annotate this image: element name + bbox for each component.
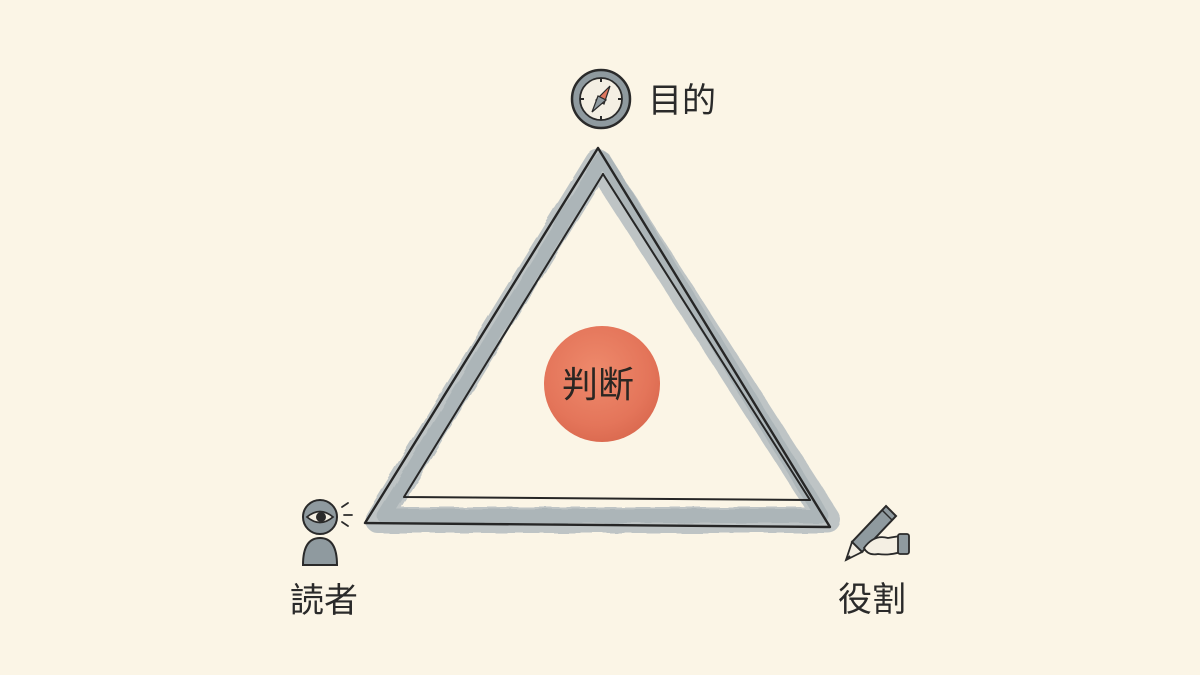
left-node: 読者	[290, 499, 358, 621]
center-circle	[544, 326, 660, 442]
top-label: 目的	[648, 81, 716, 121]
compass-icon	[570, 68, 632, 130]
left-label: 読者	[290, 581, 358, 621]
pencil-hand-icon	[844, 504, 910, 562]
right-node: 役割	[838, 504, 910, 620]
center-label: 判断	[562, 365, 634, 406]
triangle-outline	[363, 146, 832, 529]
center-node: 判断	[544, 326, 660, 442]
right-label: 役割	[838, 580, 906, 620]
reader-eye-icon	[301, 499, 353, 566]
top-node: 目的	[570, 68, 716, 130]
